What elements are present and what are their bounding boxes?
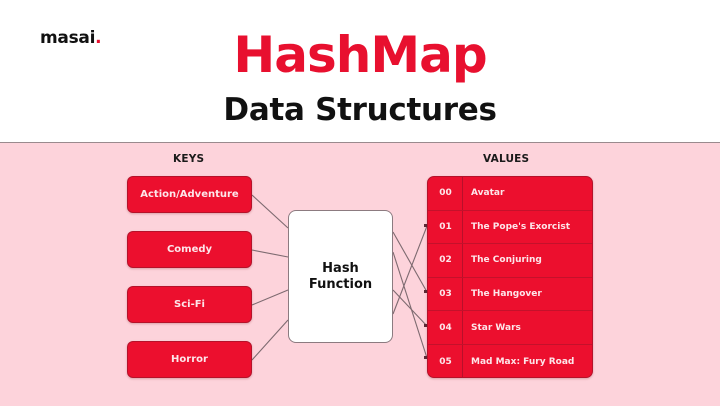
page-title: HashMap bbox=[233, 26, 487, 84]
key-sci-fi: Sci-Fi bbox=[127, 286, 252, 323]
key-comedy: Comedy bbox=[127, 231, 252, 268]
value-index: 03 bbox=[439, 289, 452, 300]
value-index: 05 bbox=[439, 356, 452, 367]
logo-dot: . bbox=[95, 28, 102, 48]
value-index: 02 bbox=[439, 255, 452, 266]
keys-label: KEYS bbox=[173, 153, 205, 165]
key-label: Action/Adventure bbox=[140, 189, 239, 200]
value-row: 04 Star Wars bbox=[428, 311, 592, 345]
hash-function-box: Hash Function bbox=[288, 210, 393, 343]
value-text: The Pope's Exorcist bbox=[471, 221, 571, 232]
value-index: 01 bbox=[439, 221, 452, 232]
hash-function-line1: Hash bbox=[322, 260, 359, 276]
value-index: 00 bbox=[439, 188, 452, 199]
key-action-adventure: Action/Adventure bbox=[127, 176, 252, 213]
value-text: Avatar bbox=[471, 188, 505, 199]
masai-logo: masai. bbox=[40, 28, 102, 48]
value-row: 01 The Pope's Exorcist bbox=[428, 211, 592, 245]
header: masai. HashMap Data Structures bbox=[0, 0, 720, 142]
value-row: 00 Avatar bbox=[428, 177, 592, 211]
key-label: Horror bbox=[171, 354, 208, 365]
key-label: Comedy bbox=[166, 244, 213, 255]
value-index: 04 bbox=[439, 322, 452, 333]
value-row: 02 The Conjuring bbox=[428, 244, 592, 278]
value-text: The Hangover bbox=[471, 289, 542, 300]
values-label: VALUES bbox=[483, 153, 530, 165]
value-row: 03 The Hangover bbox=[428, 278, 592, 312]
values-table: 00 Avatar 01 The Pope's Exorcist 02 The Con… bbox=[427, 176, 593, 378]
logo-text: masai bbox=[40, 28, 96, 48]
key-horror: Horror bbox=[127, 341, 252, 378]
value-text: The Conjuring bbox=[471, 255, 542, 266]
page-subtitle: Data Structures bbox=[223, 92, 497, 128]
hash-function-line2: Function bbox=[308, 276, 373, 292]
value-text: Mad Max: Fury Road bbox=[471, 356, 575, 367]
value-row: 05 Mad Max: Fury Road bbox=[428, 345, 592, 377]
key-label: Sci-Fi bbox=[174, 299, 205, 310]
value-text: Star Wars bbox=[471, 322, 521, 333]
